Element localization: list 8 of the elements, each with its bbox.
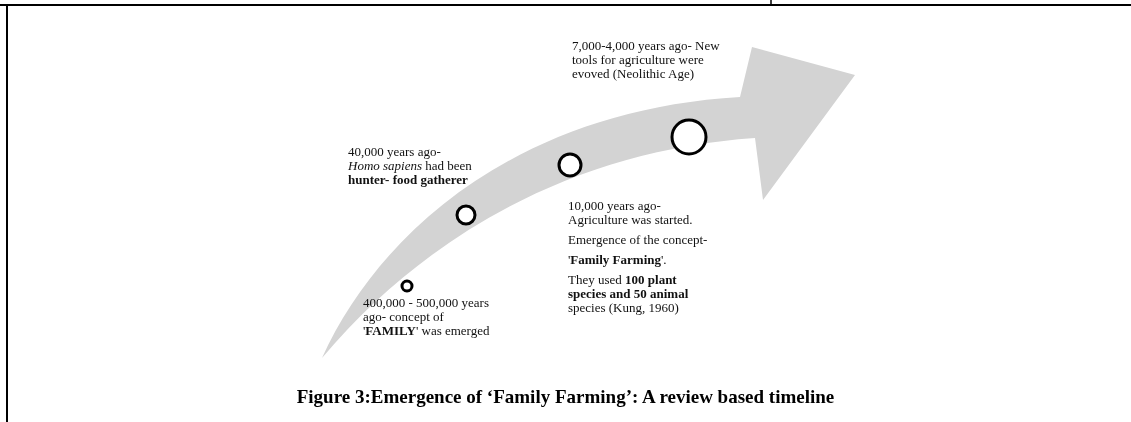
figure-caption: Figure 3:Emergence of ‘Family Farming’: A review based timeline	[295, 386, 836, 408]
timeline-text: 10,000 years ago- Agriculture was started.	[568, 199, 694, 227]
timeline-text: 40,000 years ago- Homo sapiens had been hunter- food gatherer	[348, 145, 473, 187]
timeline-text: 7,000-4,000 years ago- New tools for agriculture were evoved (Neolithic Age)	[572, 39, 721, 81]
timeline-text: They used 100 plant species and 50 animal species (Kung, 1960)	[568, 273, 690, 315]
timeline-text: Emergence of the concept-	[568, 233, 709, 247]
timeline-text: 400,000 - 500,000 years ago- concept of 'FAMILY' was emerged	[363, 296, 491, 338]
timeline-text: 'Family Farming'.	[568, 253, 668, 267]
